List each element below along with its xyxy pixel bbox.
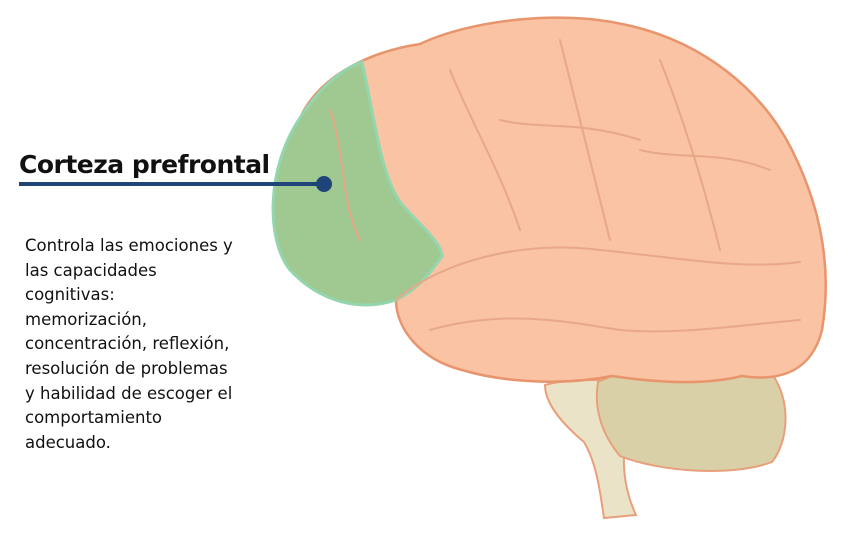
description-line: las capacidades xyxy=(25,260,157,280)
region-title: Corteza prefrontal xyxy=(19,150,270,179)
description-line: adecuado. xyxy=(25,432,111,452)
description-line: resolución de problemas xyxy=(25,358,228,378)
description-line: comportamiento xyxy=(25,408,163,428)
pointer-dot xyxy=(316,176,332,192)
description-line: y habilidad de escoger el xyxy=(25,383,233,403)
description-line: concentración, reflexión, xyxy=(25,334,230,354)
description-line: memorización, xyxy=(25,309,147,329)
description-line: cognitivas: xyxy=(25,285,115,305)
region-description: Controla las emociones y las capacidades… xyxy=(25,234,270,455)
description-line: Controla las emociones y xyxy=(25,236,233,255)
prefrontal-region xyxy=(271,60,444,307)
sulci xyxy=(329,39,801,333)
